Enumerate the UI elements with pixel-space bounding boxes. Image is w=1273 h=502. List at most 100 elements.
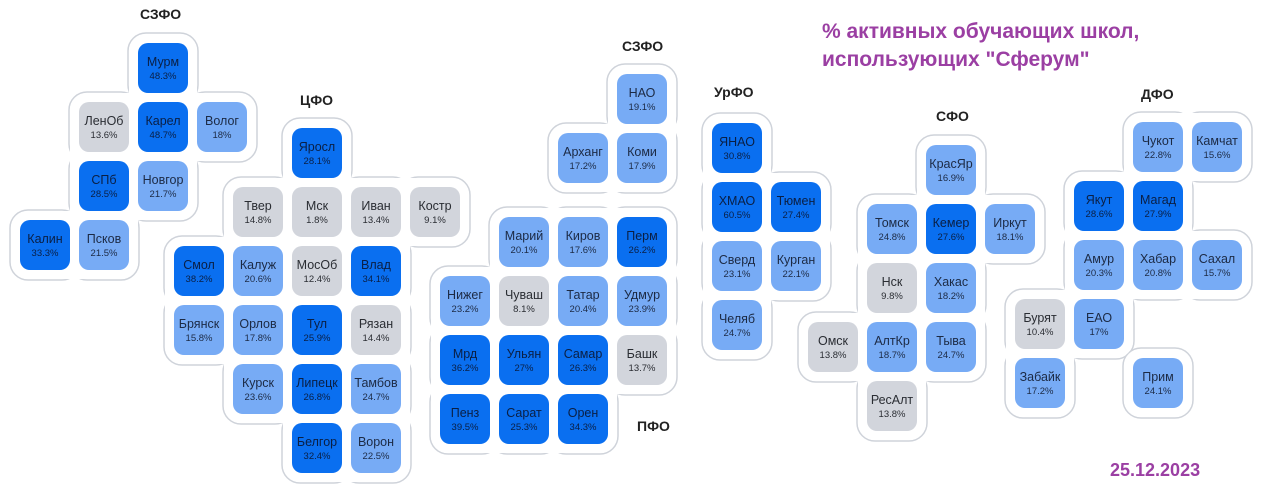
region-name: ЛенОб	[84, 114, 124, 128]
region-name: Рязан	[358, 317, 394, 331]
region-name: Хабар	[1139, 252, 1177, 266]
region-name: Кемер	[932, 216, 970, 230]
region-name: Иркут	[993, 216, 1027, 230]
region-value: 9.1%	[424, 215, 446, 226]
region-name: Челяб	[718, 312, 756, 326]
region-name: Курган	[776, 253, 816, 267]
region-value: 34.3%	[569, 422, 597, 433]
region-name: ЯНАО	[719, 135, 755, 149]
region-value: 20.3%	[1085, 268, 1113, 279]
region-value: 38.2%	[185, 274, 213, 285]
region-value: 18.7%	[878, 350, 906, 361]
region-name: ЕАО	[1085, 311, 1113, 325]
region-value: 15.8%	[185, 333, 213, 344]
region-value: 28.6%	[1085, 209, 1113, 220]
region-name: Перм	[626, 229, 658, 243]
region-name: Влад	[361, 258, 391, 272]
region-value: 27%	[514, 363, 534, 374]
region-value: 24.7%	[937, 350, 965, 361]
region-name: Белгор	[296, 435, 338, 449]
region-tile: Кемер 27.6%	[926, 204, 976, 254]
region-value: 20.6%	[244, 274, 272, 285]
region-value: 13.7%	[628, 363, 656, 374]
region-name: Калуж	[239, 258, 277, 272]
region-name: СПб	[91, 173, 117, 187]
region-value: 24.7%	[723, 328, 751, 339]
region-name: Татар	[566, 288, 600, 302]
region-tile: ЛенОб 13.6%	[79, 102, 129, 152]
region-value: 39.5%	[451, 422, 479, 433]
region-name: Брянск	[178, 317, 220, 331]
region-value: 28.1%	[303, 156, 331, 167]
region-name: Новгор	[142, 173, 184, 187]
region-value: 9.8%	[881, 291, 903, 302]
region-value: 34.1%	[362, 274, 390, 285]
region-tile: Брянск 15.8%	[174, 305, 224, 355]
region-value: 13.6%	[90, 130, 118, 141]
region-value: 24.8%	[878, 232, 906, 243]
region-value: 13.8%	[878, 409, 906, 420]
region-tile: Пенз 39.5%	[440, 394, 490, 444]
region-name: Сарат	[506, 406, 542, 420]
region-name: Смол	[183, 258, 215, 272]
region-value: 48.7%	[149, 130, 177, 141]
region-value: 19.1%	[628, 102, 656, 113]
district-label: ПФО	[637, 418, 670, 434]
region-tile: Татар 20.4%	[558, 276, 608, 326]
region-value: 22.8%	[1144, 150, 1172, 161]
region-name: Иван	[361, 199, 391, 213]
region-value: 17.2%	[569, 161, 597, 172]
region-value: 23.1%	[723, 269, 751, 280]
region-name: Камчат	[1196, 134, 1238, 148]
region-value: 17.6%	[569, 245, 597, 256]
region-value: 14.8%	[244, 215, 272, 226]
region-value: 20.4%	[569, 304, 597, 315]
region-value: 60.5%	[723, 210, 751, 221]
region-name: Прим	[1142, 370, 1174, 384]
region-tile: СПб 28.5%	[79, 161, 129, 211]
region-name: Пенз	[450, 406, 480, 420]
region-name: Мурм	[146, 55, 180, 69]
region-name: Мск	[305, 199, 329, 213]
title-line-2: использующих "Сферум"	[822, 48, 1090, 71]
region-name: Забайк	[1019, 370, 1061, 384]
region-value: 27.6%	[937, 232, 965, 243]
region-tile: Чукот 22.8%	[1133, 122, 1183, 172]
region-value: 23.6%	[244, 392, 272, 403]
region-name: Башк	[626, 347, 658, 361]
region-name: Калин	[27, 232, 63, 246]
region-name: Мрд	[452, 347, 478, 361]
region-value: 21.5%	[90, 248, 118, 259]
date-label: 25.12.2023	[1110, 460, 1201, 480]
region-value: 18.2%	[937, 291, 965, 302]
region-name: Чукот	[1141, 134, 1175, 148]
region-value: 28.5%	[90, 189, 118, 200]
region-tile: Влад 34.1%	[351, 246, 401, 296]
region-name: Курск	[241, 376, 275, 390]
region-value: 17.8%	[244, 333, 272, 344]
region-value: 25.9%	[303, 333, 331, 344]
region-name: Псков	[86, 232, 122, 246]
